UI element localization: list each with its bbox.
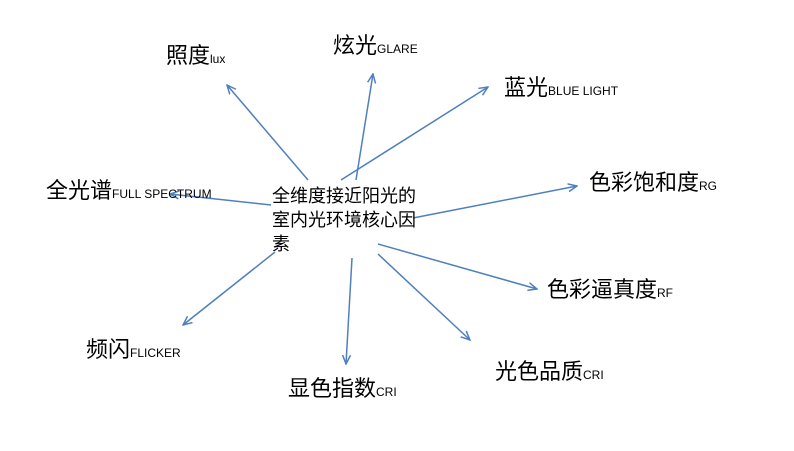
arrow-group xyxy=(170,74,577,364)
arrow-to-glare xyxy=(355,74,373,181)
node-cri: 显色指数CRI xyxy=(288,379,397,401)
arrow-to-illuminance xyxy=(227,85,309,181)
arrow-to-full-spectrum xyxy=(170,194,272,206)
node-fidelity-zh: 色彩逼真度 xyxy=(547,278,658,303)
node-cri-en: CRI xyxy=(376,385,397,399)
node-illuminance-zh: 照度 xyxy=(166,44,211,69)
arrow-to-flicker xyxy=(183,251,276,325)
node-color-quality: 光色品质CRI xyxy=(495,362,604,384)
node-saturation-en: RG xyxy=(699,179,718,193)
node-fidelity-en: RF xyxy=(657,286,674,300)
node-illuminance: 照度lux xyxy=(166,46,225,68)
arrow-to-cri xyxy=(346,257,353,364)
node-full-spectrum-zh: 全光谱 xyxy=(46,179,113,204)
node-blue-light-zh: 蓝光 xyxy=(504,76,549,101)
node-fidelity: 色彩逼真度RF xyxy=(547,280,673,302)
node-glare-zh: 炫光 xyxy=(333,34,378,59)
node-illuminance-en: lux xyxy=(210,52,226,66)
node-blue-light-en: BLUE LIGHT xyxy=(548,84,619,98)
node-flicker-zh: 频闪 xyxy=(86,338,131,363)
node-color-quality-en: CRI xyxy=(583,368,604,382)
arrow-to-fidelity xyxy=(377,243,537,289)
node-color-quality-zh: 光色品质 xyxy=(495,360,584,385)
arrow-to-saturation xyxy=(412,186,577,219)
node-glare-en: GLARE xyxy=(377,42,418,56)
node-flicker-en: FLICKER xyxy=(130,346,181,360)
node-cri-zh: 显色指数 xyxy=(288,377,377,402)
node-flicker: 频闪FLICKER xyxy=(86,340,181,362)
node-blue-light: 蓝光BLUE LIGHT xyxy=(504,78,618,100)
center-concept-label: 全维度接近阳光的室内光环境核心因素 xyxy=(272,186,416,255)
node-full-spectrum-en: FULL SPECTRUM xyxy=(112,187,212,201)
node-saturation-zh: 色彩饱和度 xyxy=(589,171,700,196)
node-saturation: 色彩饱和度RG xyxy=(589,173,717,195)
node-glare: 炫光GLARE xyxy=(333,36,418,58)
arrow-to-blue-light xyxy=(340,87,488,181)
node-full-spectrum: 全光谱FULL SPECTRUM xyxy=(46,181,212,203)
arrow-to-color-quality xyxy=(377,253,470,340)
